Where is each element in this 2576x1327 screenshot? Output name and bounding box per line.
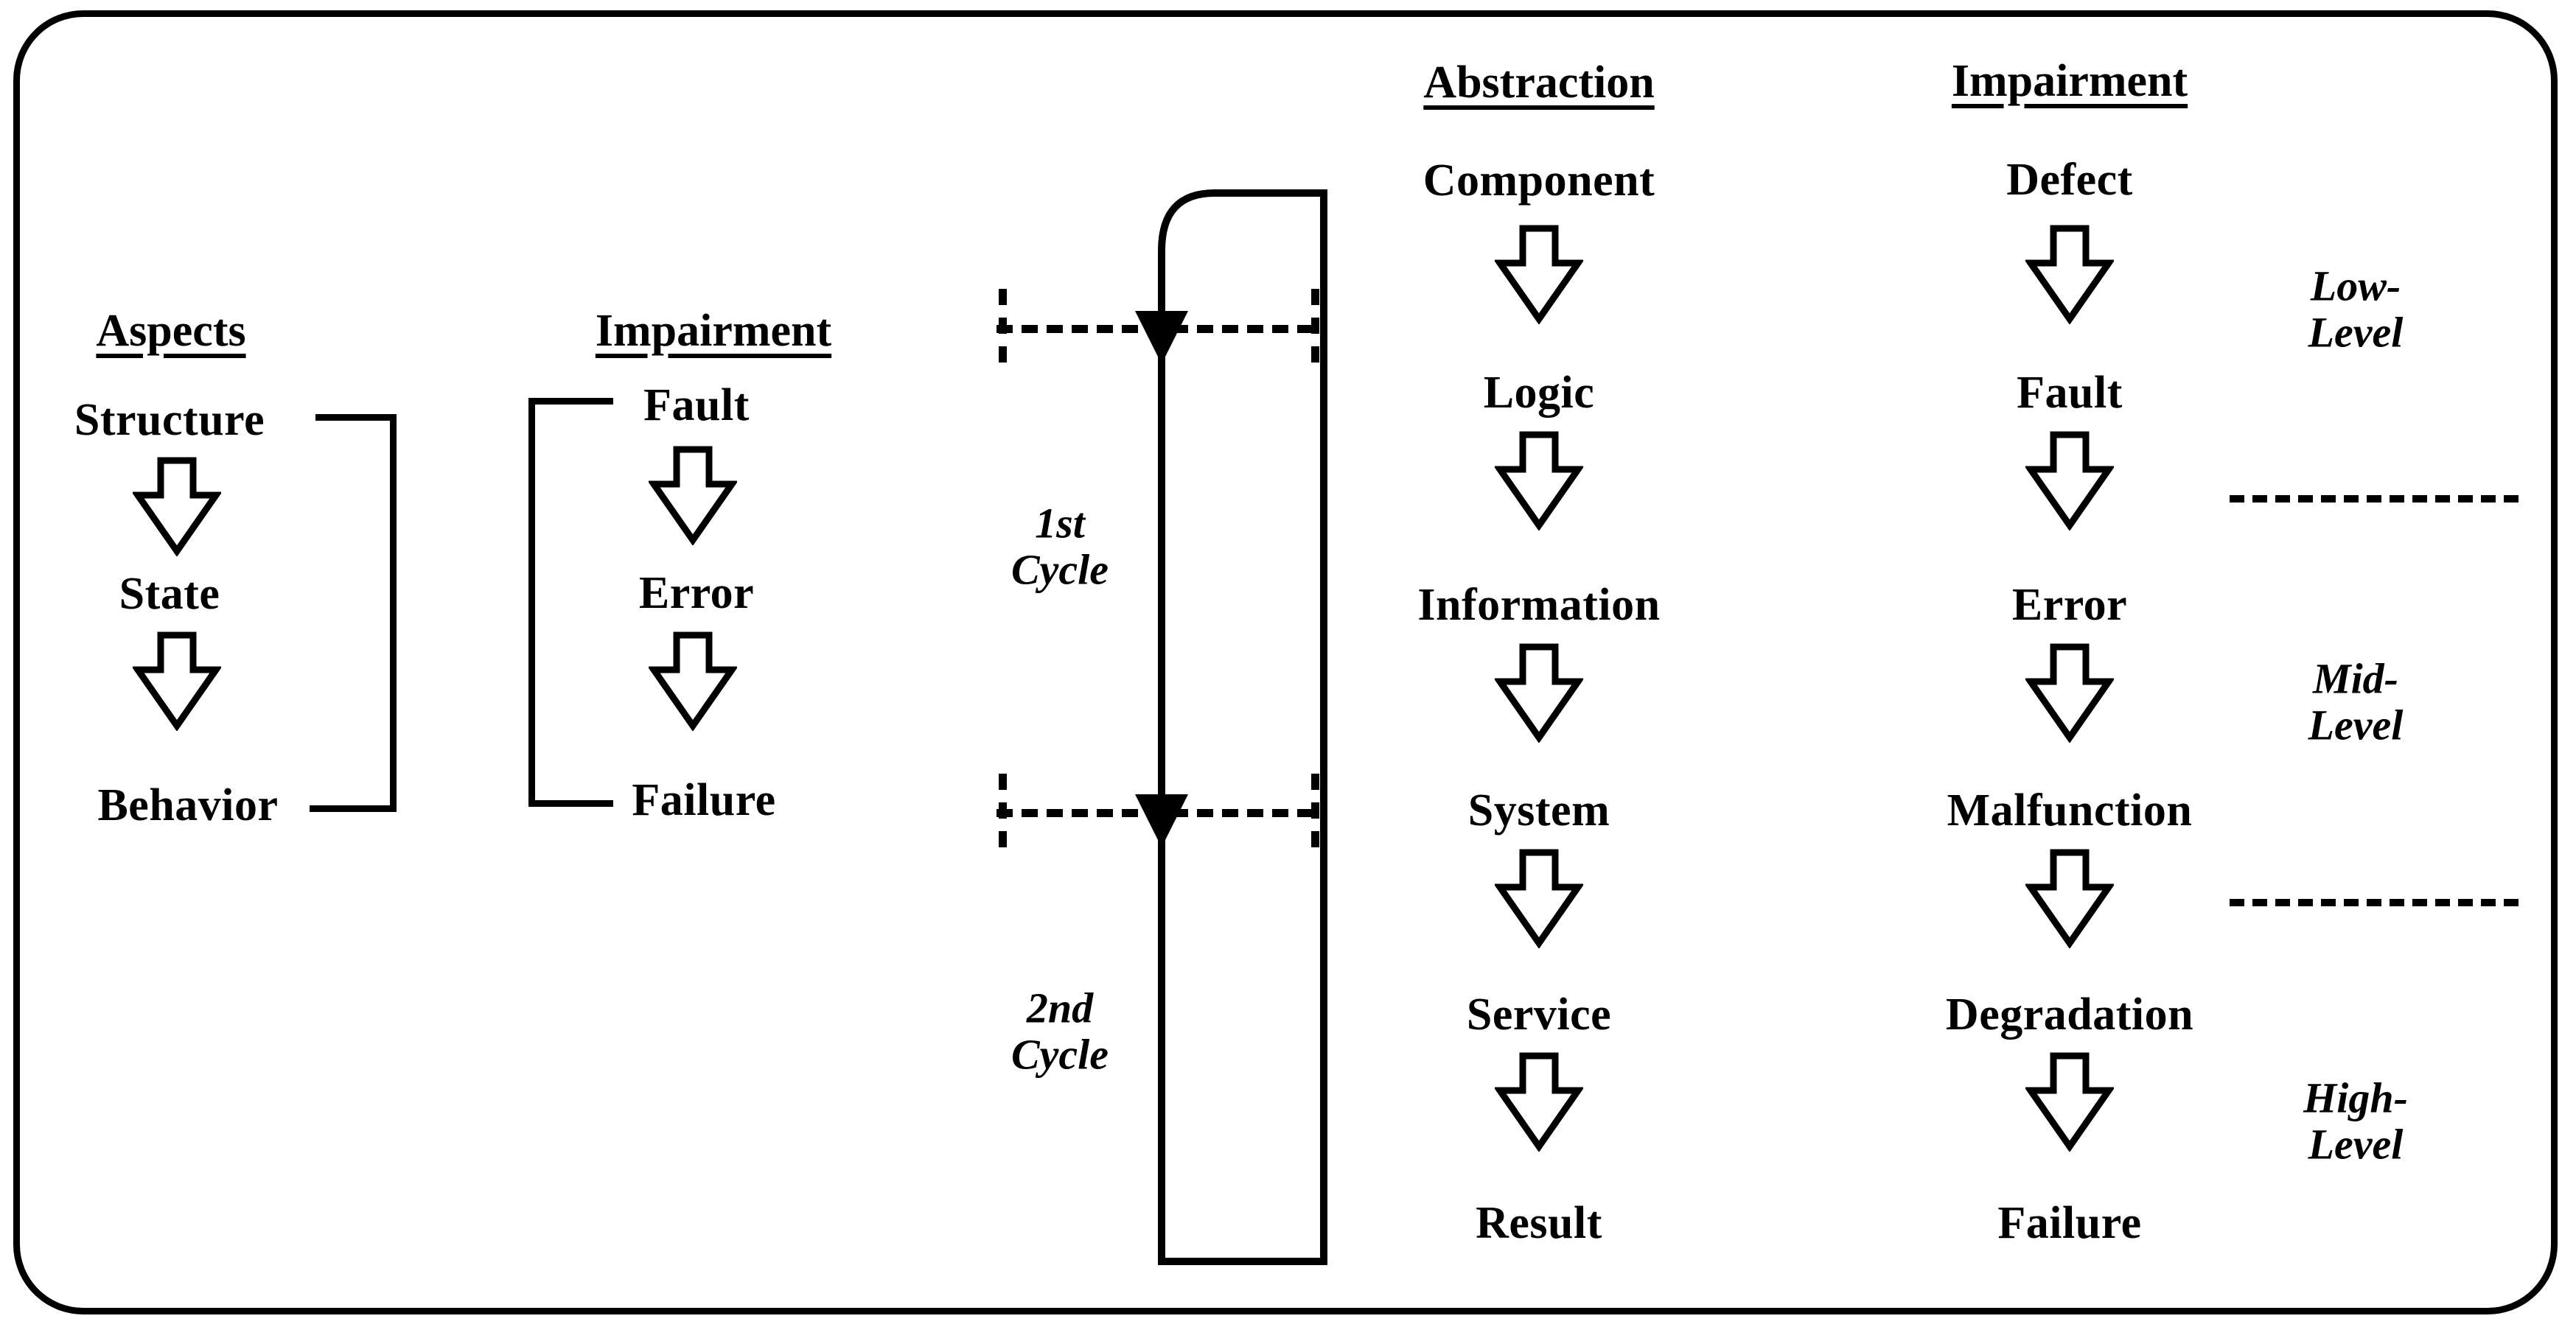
cycle-label-2: 2nd Cycle xyxy=(1011,985,1109,1077)
cycle-divider-2-dashed-line xyxy=(996,809,1313,817)
hollow-block-down-arrow xyxy=(1493,225,1585,328)
cycle-label-2-line2: Cycle xyxy=(1010,1030,1109,1078)
hollow-block-down-arrow xyxy=(1493,1052,1585,1155)
level-high-line2: Level xyxy=(2308,1120,2404,1168)
abstraction-item-information: Information xyxy=(1417,580,1661,630)
impairment-right-item-fault: Fault xyxy=(2017,368,2123,418)
cycle-divider-2-left-tick xyxy=(999,774,1007,847)
cycle-divider-1-right-tick xyxy=(1311,289,1319,363)
impairment-right-item-degradation: Degradation xyxy=(1945,990,2194,1040)
impairment-right-item-error: Error xyxy=(2011,580,2128,630)
aspects-item-behavior: Behavior xyxy=(97,780,279,830)
cycle-label-2-line1: 2nd xyxy=(1026,984,1094,1032)
level-divider-mid-high xyxy=(2230,899,2519,906)
abstraction-header: Abstraction xyxy=(1423,57,1655,108)
cycle-loop-arrow xyxy=(1135,177,1356,1286)
impairment-left-item-failure: Failure xyxy=(632,775,776,825)
hollow-block-down-arrow xyxy=(1493,849,1585,952)
impairment-left-item-error: Error xyxy=(638,568,755,618)
hollow-block-down-arrow xyxy=(2024,431,2115,534)
level-mid-line1: Mid- xyxy=(2313,654,2398,703)
impairment-left-bracket-bottom xyxy=(528,800,613,807)
abstraction-item-result: Result xyxy=(1476,1198,1602,1248)
aspects-bracket-bottom xyxy=(310,805,397,812)
impairment-left-bracket-spine xyxy=(528,398,535,803)
abstraction-item-logic: Logic xyxy=(1483,368,1595,418)
aspects-bracket-spine xyxy=(390,414,397,812)
level-mid-line2: Level xyxy=(2308,701,2404,749)
hollow-block-down-arrow xyxy=(647,446,739,549)
hollow-block-down-arrow xyxy=(131,631,223,735)
aspects-item-structure: Structure xyxy=(74,395,265,445)
impairment-left-bracket-top xyxy=(528,398,613,405)
level-label-mid: Mid- Level xyxy=(2308,656,2404,748)
level-label-high: High- Level xyxy=(2303,1075,2408,1167)
level-high-line1: High- xyxy=(2303,1074,2408,1122)
impairment-right-item-defect: Defect xyxy=(2006,155,2133,205)
aspects-item-state: State xyxy=(119,569,220,619)
cycle-divider-1-left-tick xyxy=(999,289,1007,363)
hollow-block-down-arrow xyxy=(1493,431,1585,534)
outer-rounded-frame xyxy=(13,10,2558,1314)
hollow-block-down-arrow xyxy=(647,631,739,735)
hollow-block-down-arrow xyxy=(2024,225,2115,328)
impairment-right-item-malfunction: Malfunction xyxy=(1947,785,2193,836)
hollow-block-down-arrow xyxy=(1493,643,1585,746)
abstraction-item-system: System xyxy=(1467,785,1610,836)
cycle-divider-1-dashed-line xyxy=(996,325,1313,333)
level-label-low: Low- Level xyxy=(2308,263,2404,355)
cycle-divider-2-right-tick xyxy=(1311,774,1319,847)
level-low-line2: Level xyxy=(2308,308,2404,356)
aspects-header: Aspects xyxy=(96,306,246,356)
hollow-block-down-arrow xyxy=(2024,849,2115,952)
impairment-right-header: Impairment xyxy=(1951,56,2188,106)
abstraction-item-service: Service xyxy=(1466,990,1612,1040)
impairment-right-item-failure: Failure xyxy=(1997,1198,2142,1248)
cycle-label-1-line1: 1st xyxy=(1035,499,1085,547)
level-low-line1: Low- xyxy=(2310,262,2401,310)
hollow-block-down-arrow xyxy=(131,457,223,560)
level-divider-low-mid xyxy=(2230,495,2519,503)
cycle-label-1-line2: Cycle xyxy=(1010,545,1109,593)
hollow-block-down-arrow xyxy=(2024,643,2115,746)
impairment-left-header: Impairment xyxy=(595,306,832,356)
aspects-bracket-top xyxy=(315,414,397,421)
cycle-label-1: 1st Cycle xyxy=(1011,500,1109,592)
hollow-block-down-arrow xyxy=(2024,1052,2115,1155)
abstraction-item-component: Component xyxy=(1423,155,1655,206)
impairment-left-item-fault: Fault xyxy=(643,380,750,430)
